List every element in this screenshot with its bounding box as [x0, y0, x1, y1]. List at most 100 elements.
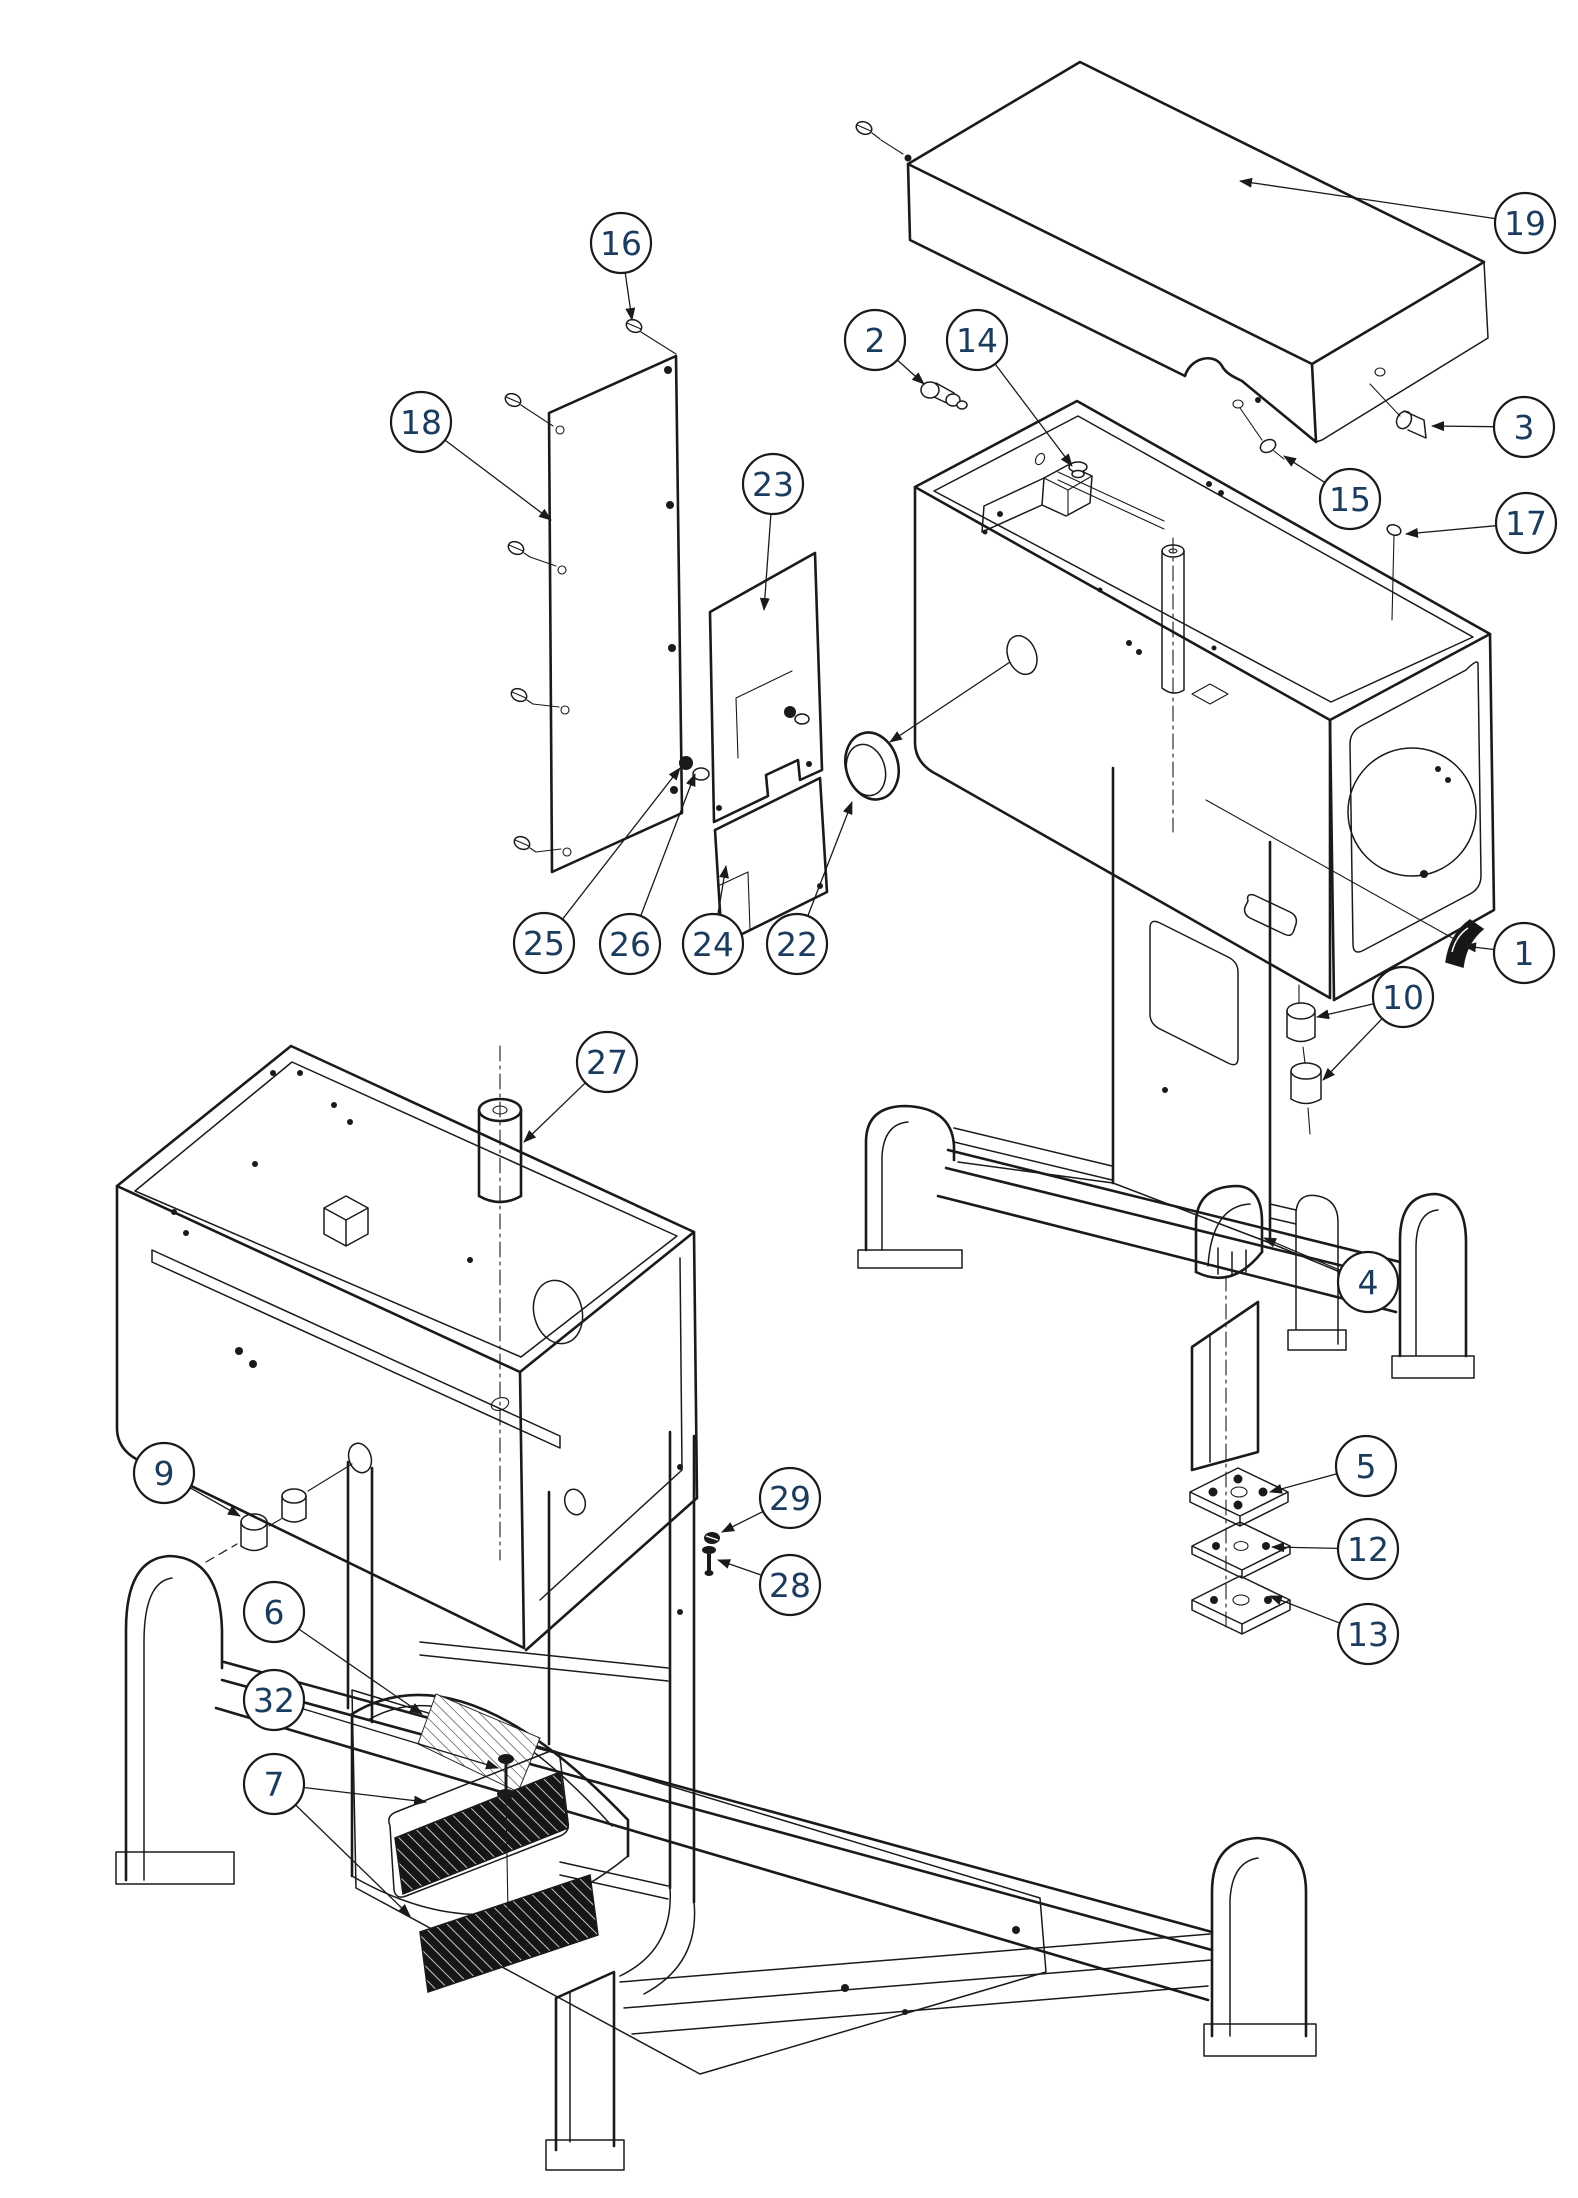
top-cover-part: [855, 60, 1489, 621]
cover-screw-17-icon: [1386, 523, 1402, 621]
callout-balloon-6: [242, 1580, 306, 1644]
callout-balloon-4: [1336, 1250, 1400, 1314]
leader-line-5: [1269, 1473, 1338, 1494]
callout-19: 19: [1239, 177, 1557, 255]
callout-balloon-17: [1494, 491, 1558, 555]
leader-line-10: [1322, 1018, 1383, 1081]
leader-line-9: [189, 1487, 241, 1517]
callout-5: 5: [1269, 1434, 1398, 1498]
callout-number-4: 4: [1358, 1263, 1379, 1302]
callout-6: 6: [242, 1580, 423, 1715]
callout-balloon-1: [1492, 921, 1556, 985]
leader-line-2: [896, 359, 925, 385]
callout-balloon-29: [758, 1466, 822, 1530]
pivot-pin-part-27: [477, 1045, 523, 1561]
side-panels-group: [504, 318, 1011, 946]
bushing-pair-part-9: [205, 1463, 353, 1563]
leader-line-17: [1405, 525, 1497, 538]
plug-part-2-icon: [920, 381, 968, 410]
callout-29: 29: [721, 1466, 822, 1533]
callout-balloon-24: [681, 912, 745, 976]
callout-number-3: 3: [1514, 408, 1535, 447]
callout-number-23: 23: [752, 465, 794, 504]
callout-balloon-10: [1371, 965, 1435, 1029]
callout-number-10: 10: [1382, 978, 1424, 1017]
leader-line-7: [295, 1804, 411, 1917]
callout-17: 17: [1405, 491, 1558, 555]
callout-number-6: 6: [264, 1593, 285, 1632]
leader-line-27: [523, 1082, 586, 1143]
leader-line-19: [1239, 177, 1496, 220]
callout-3: 3: [1431, 395, 1556, 459]
callout-number-28: 28: [769, 1566, 811, 1605]
callout-number-14: 14: [956, 321, 998, 360]
callout-13: 13: [1269, 1595, 1400, 1666]
callout-2: 2: [843, 308, 925, 385]
callout-number-32: 32: [253, 1681, 295, 1720]
callout-9: 9: [132, 1441, 241, 1517]
leg-cap-part-4: [1194, 1184, 1264, 1280]
clamp-plate-part-5: [1189, 1467, 1289, 1527]
callout-number-24: 24: [692, 925, 734, 964]
base-plate-part-13: [1191, 1575, 1291, 1635]
callout-balloon-28: [758, 1553, 822, 1617]
callout-14: 14: [945, 308, 1073, 467]
leader-line-28: [717, 1559, 762, 1576]
callout-number-2: 2: [865, 321, 886, 360]
callout-18: 18: [389, 390, 552, 521]
vent-grate-upper: [394, 1770, 569, 1896]
leader-line-7: [303, 1786, 427, 1806]
callout-15: 15: [1283, 455, 1382, 531]
callout-27: 27: [523, 1030, 639, 1143]
callout-balloon-13: [1336, 1602, 1400, 1666]
leader-line-6: [298, 1628, 423, 1715]
callout-number-1: 1: [1514, 934, 1535, 973]
leader-line-26: [640, 773, 696, 917]
callout-balloon-19: [1493, 191, 1557, 255]
clip-part-1: [1205, 799, 1485, 968]
callout-balloon-25: [512, 911, 576, 975]
callout-balloon-18: [389, 390, 453, 454]
callout-number-7: 7: [264, 1765, 285, 1804]
bolt-part-32-icon: [497, 1754, 515, 1913]
callout-number-26: 26: [609, 925, 651, 964]
callout-balloon-22: [765, 912, 829, 976]
leader-line-18: [444, 439, 552, 521]
callout-number-5: 5: [1356, 1447, 1377, 1486]
right-column-and-base: [857, 766, 1485, 1635]
callout-4: 4: [1263, 1237, 1400, 1314]
callout-balloon-14: [945, 308, 1009, 372]
right-cabinet-box: [913, 381, 1496, 1002]
callout-28: 28: [717, 1553, 822, 1617]
callout-balloon-15: [1318, 467, 1382, 531]
callout-1: 1: [1463, 921, 1556, 985]
left-cabinet-box: [115, 1044, 699, 1652]
leader-line-13: [1269, 1595, 1341, 1624]
callout-balloon-26: [598, 912, 662, 976]
left-column-and-base: [115, 1430, 1317, 2171]
callout-number-13: 13: [1347, 1615, 1389, 1654]
leader-line-29: [721, 1510, 764, 1533]
callout-balloon-5: [1334, 1434, 1398, 1498]
callout-23: 23: [741, 452, 805, 611]
callout-number-12: 12: [1347, 1530, 1389, 1569]
leader-line-3: [1431, 421, 1495, 432]
vent-grate-lower: [419, 1873, 599, 1994]
callout-balloon-2: [843, 308, 907, 372]
leader-line-15: [1283, 455, 1326, 484]
leader-line-4: [1263, 1237, 1341, 1271]
callout-number-16: 16: [600, 224, 642, 263]
callout-22: 22: [765, 801, 853, 976]
leader-line-12: [1271, 1542, 1339, 1553]
leader-line-14: [994, 363, 1073, 467]
leader-line-1: [1463, 942, 1495, 953]
callout-balloon-12: [1336, 1517, 1400, 1581]
callout-number-22: 22: [776, 925, 818, 964]
callout-10: 10: [1316, 965, 1435, 1081]
leader-line-24: [717, 865, 729, 915]
callout-26: 26: [598, 773, 696, 976]
cover-mount-screw-15-icon: [1232, 399, 1285, 460]
